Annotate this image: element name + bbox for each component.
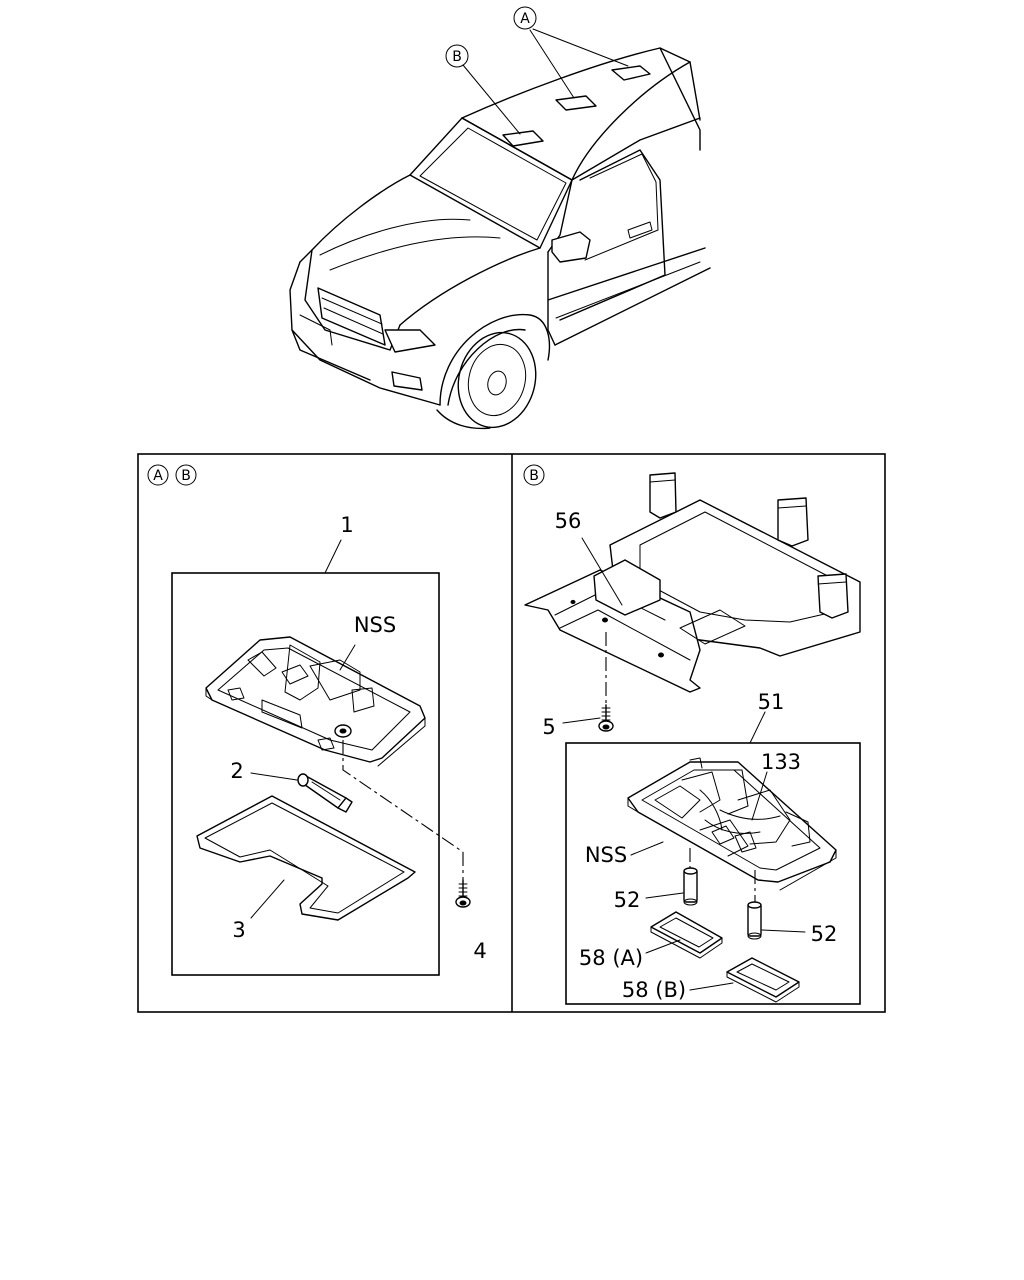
part-56-label: 56 [555,509,582,533]
lens-left [196,795,416,921]
bulb-left [297,773,353,813]
part-4-label: 4 [473,939,486,963]
bulb-right-2 [747,901,762,940]
part-1-label: 1 [340,513,353,537]
roof-lamp-pad-center [555,95,597,111]
part-52-label-left: 52 [614,888,641,912]
vehicle-illustration [289,6,711,430]
callout-b-label: B [452,49,462,65]
part-5-label: 5 [542,715,555,739]
mounting-bracket [524,472,861,693]
left-heading-b: B [181,468,191,484]
roof-lamp-pad-front [502,130,544,147]
lamp-housing-left [205,636,426,767]
part-2-label: 2 [230,759,243,783]
part-51-label: 51 [758,690,785,714]
screw-left [455,879,471,908]
nss-label-right: NSS [585,843,627,867]
lens-58a [650,911,723,959]
lens-58b [726,957,800,1003]
left-panel [147,464,471,976]
part-58a-label: 58 (A) [579,946,643,970]
roof-lamp-pad-rear [611,65,651,81]
screw-right [598,704,614,732]
callout-a-label: A [520,11,530,27]
nss-label-left: NSS [354,613,396,637]
part-3-label: 3 [232,918,245,942]
bulb-right-1 [683,867,698,906]
lamp-housing-right [627,757,837,891]
part-58b-label: 58 (B) [622,978,686,1002]
part-52-label-right: 52 [811,922,838,946]
left-heading-a: A [153,468,163,484]
right-heading-b: B [529,468,539,484]
right-panel [523,464,861,1005]
part-133-label: 133 [761,750,801,774]
